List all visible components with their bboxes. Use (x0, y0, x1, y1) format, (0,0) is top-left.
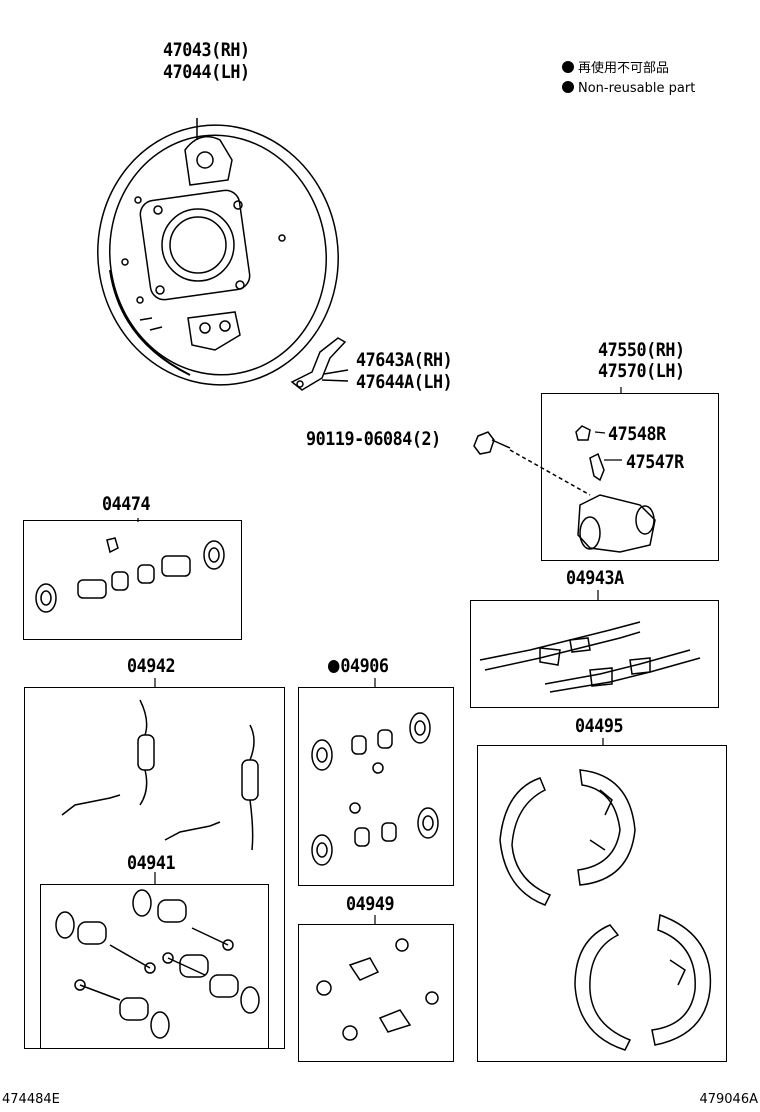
part-90119-06084: 90119-06084(2) (306, 428, 441, 450)
part-04495: 04495 (575, 715, 624, 737)
brake-shoes-drawing (499, 769, 712, 1051)
springs-drawing (61, 699, 259, 851)
part-47550-rh: 47550(RH) (598, 339, 685, 361)
part-04949: 04949 (346, 893, 395, 915)
box-04943a (470, 600, 719, 708)
box-wheel-cylinder (541, 393, 719, 561)
footer-right-code: 479046A (699, 1092, 758, 1107)
bolt-drawing (473, 431, 591, 496)
backing-plate-drawing (97, 118, 339, 386)
box-04949 (298, 924, 454, 1062)
part-04474: 04474 (102, 493, 151, 515)
kit-04474-drawing (35, 537, 225, 613)
box-04906 (298, 687, 454, 886)
part-47044-lh: 47044(LH) (163, 61, 250, 83)
part-04906: 04906 (328, 656, 389, 676)
part-47644a-lh: 47644A(LH) (356, 371, 453, 393)
legend-non-reusable-jp: 再使用不可部品 (562, 59, 669, 79)
part-04941: 04941 (127, 852, 176, 874)
box-04495 (477, 745, 727, 1062)
part-04942: 04942 (127, 655, 176, 677)
non-reusable-dot-icon (328, 660, 340, 673)
non-reusable-dot-icon (562, 61, 574, 73)
part-47547r: 47547R (626, 451, 684, 473)
part-04943a: 04943A (566, 567, 624, 589)
part-47043-rh: 47043(RH) (163, 39, 250, 61)
part-47570-lh: 47570(LH) (598, 360, 685, 382)
legend-non-reusable-en: Non-reusable part (562, 79, 695, 99)
bracket-drawing (290, 337, 349, 391)
box-04474 (23, 520, 242, 640)
seal-kit-drawing (311, 712, 439, 866)
footer-left-code: 474484E (2, 1092, 60, 1107)
box-04941 (40, 884, 269, 1049)
adjuster-drawing (479, 621, 701, 693)
wheel-cylinder-drawing (575, 425, 656, 553)
non-reusable-dot-icon (562, 81, 574, 93)
part-47548r: 47548R (608, 423, 666, 445)
hold-down-kit-drawing (55, 889, 260, 1039)
part-47643a-rh: 47643A(RH) (356, 349, 453, 371)
kit-04949-drawing (316, 938, 439, 1041)
